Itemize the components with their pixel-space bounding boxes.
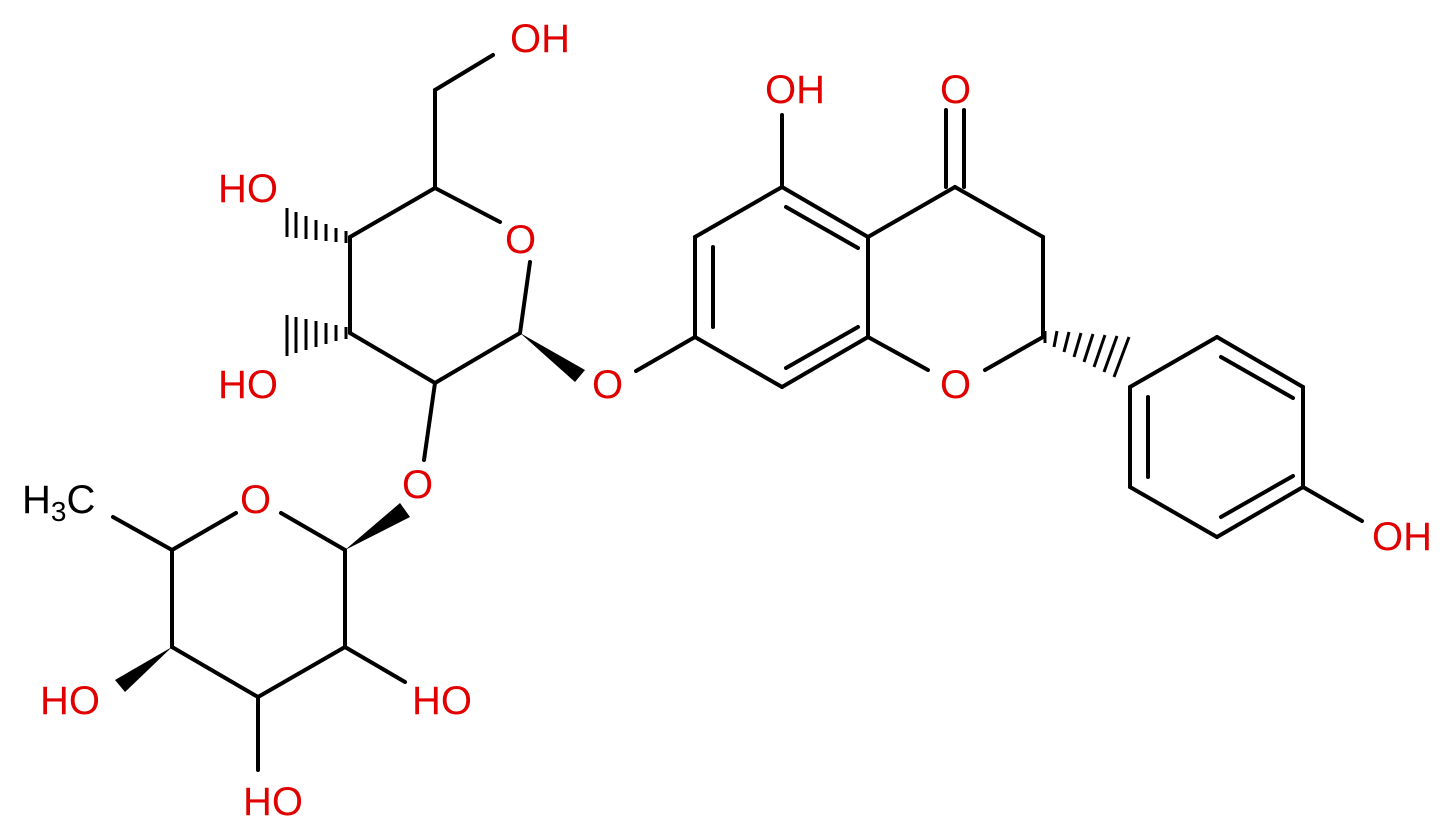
pyranone-ring-c	[866, 108, 1045, 372]
phenyl-ring-b	[1128, 335, 1364, 539]
bond-o-aglycone	[634, 335, 697, 373]
label-oh-c5: OH	[765, 68, 825, 112]
label-ho-c3: HO	[218, 363, 278, 407]
hashed-bond-c4-oh	[285, 208, 348, 243]
wedge-bond-rha-c1-o	[345, 503, 410, 550]
label-ho-rha-c3: HO	[243, 780, 303, 824]
wedge-bond-c1-o	[520, 333, 585, 382]
aromatic-ring-a	[693, 113, 870, 389]
hashed-bond-c2-phenyl	[1043, 330, 1131, 378]
glucose-ring	[348, 53, 532, 462]
label-oh-phenyl: OH	[1372, 515, 1432, 559]
label-o-glycosidic-rhamnose: O	[402, 463, 433, 507]
label-ho-rha-c2: HO	[412, 679, 472, 723]
label-o-glycosidic-aglycone: O	[592, 363, 623, 407]
label-ho-c4: HO	[218, 167, 278, 211]
label-oh-ch2oh: OH	[510, 17, 570, 61]
hashed-bond-c3-oh	[285, 315, 348, 356]
label-o-chromanone-ring: O	[940, 363, 971, 407]
label-methyl: H3C	[22, 478, 95, 527]
rhamnose-ring	[111, 511, 407, 772]
label-o-rhamnose-ring: O	[240, 478, 271, 522]
label-ho-rha-c4: HO	[40, 679, 100, 723]
label-o-glucose-ring: O	[505, 218, 536, 262]
label-o-carbonyl: O	[940, 68, 971, 112]
wedge-bond-rha-oh	[115, 647, 172, 692]
